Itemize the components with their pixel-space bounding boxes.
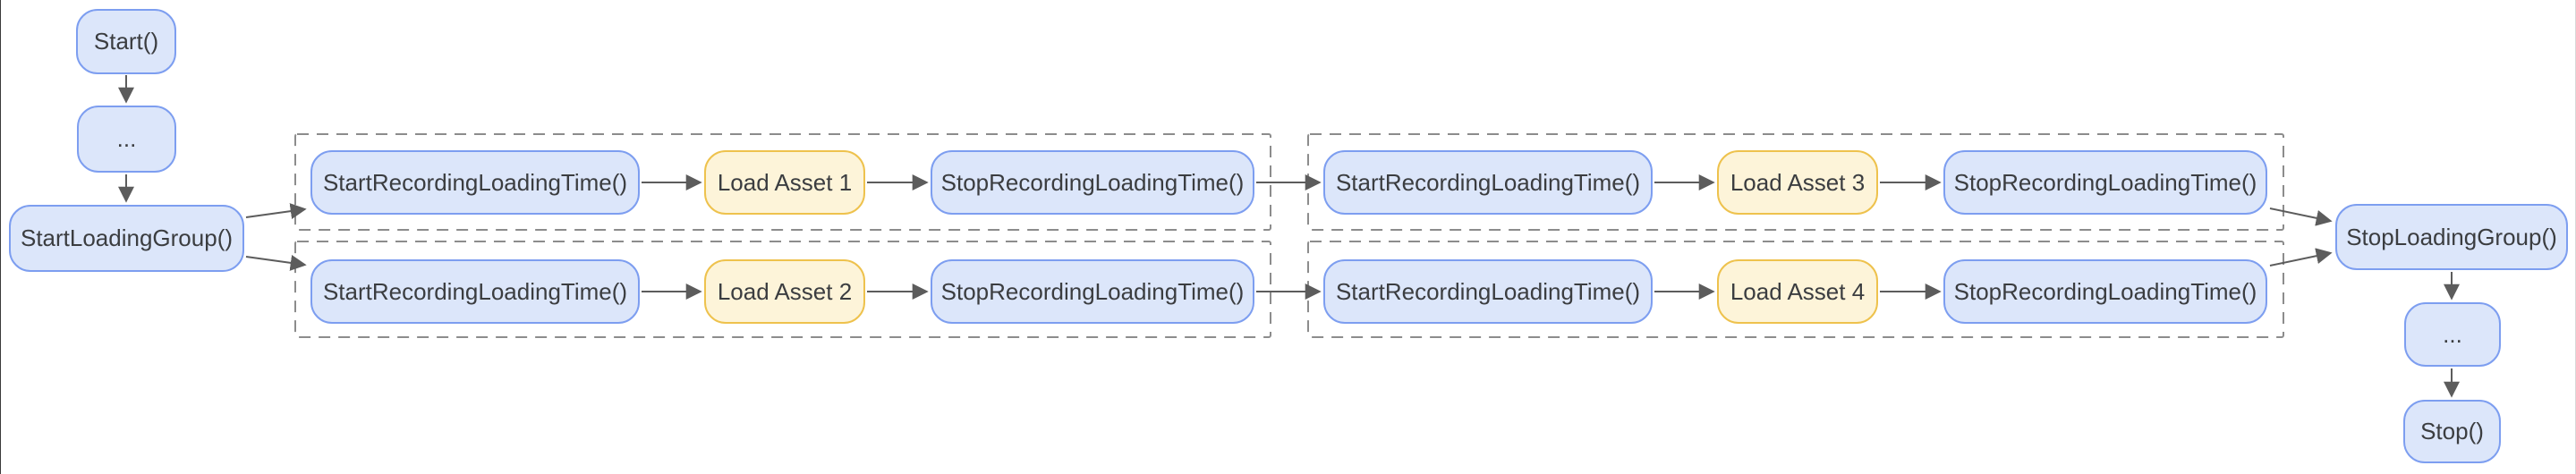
node-load-asset-3: Load Asset 3 (1717, 150, 1878, 215)
node-start: Start() (76, 9, 176, 74)
node-stop-recording-3: StopRecordingLoadingTime() (1943, 150, 2267, 215)
edge-start-loading-group-to-row1 (245, 203, 307, 220)
node-pre-ellipsis: ... (77, 106, 176, 173)
node-stop: Stop() (2403, 400, 2501, 463)
node-start-recording-2: StartRecordingLoadingTime() (310, 259, 640, 324)
node-stop-recording-2: StopRecordingLoadingTime() (931, 259, 1254, 324)
node-start-recording-4: StartRecordingLoadingTime() (1323, 259, 1653, 324)
node-stop-loading-group: StopLoadingGroup() (2335, 204, 2568, 270)
node-start-recording-3: StartRecordingLoadingTime() (1323, 150, 1653, 215)
edge-g2r1-to-stop-loading-group (2269, 207, 2333, 226)
node-start-recording-1: StartRecordingLoadingTime() (310, 150, 640, 215)
node-post-ellipsis: ... (2404, 302, 2501, 367)
edge-g2r2-to-stop-loading-group (2269, 248, 2333, 267)
screenshot-left-edge-line (0, 0, 1, 474)
loading-group-1-row-1-outline (294, 133, 1271, 231)
node-load-asset-2: Load Asset 2 (704, 259, 865, 324)
node-stop-recording-4: StopRecordingLoadingTime() (1943, 259, 2267, 324)
edge-start-loading-group-to-row2 (245, 254, 307, 271)
node-load-asset-1: Load Asset 1 (704, 150, 865, 215)
node-load-asset-4: Load Asset 4 (1717, 259, 1878, 324)
loading-group-1-row-2-outline (294, 241, 1271, 338)
node-start-loading-group: StartLoadingGroup() (9, 205, 244, 272)
node-stop-recording-1: StopRecordingLoadingTime() (931, 150, 1254, 215)
